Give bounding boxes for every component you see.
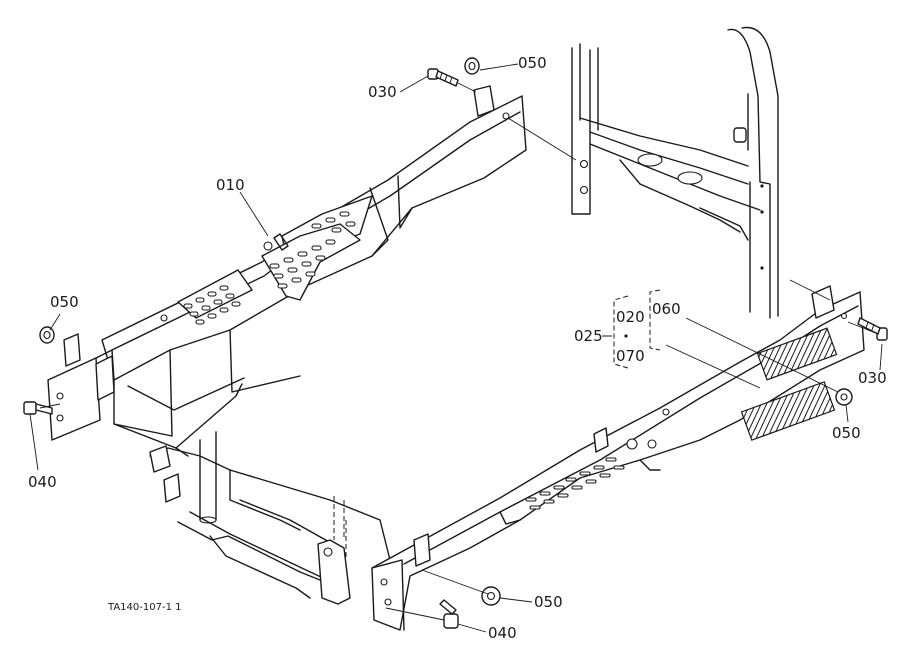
tread-slots-025	[525, 457, 625, 510]
label-040-bottom: 040	[488, 624, 517, 642]
rear-upright-frame	[571, 26, 779, 319]
label-060: 060	[652, 300, 681, 318]
nut-050-bottom	[481, 586, 501, 606]
bolt-030-right	[857, 317, 888, 341]
anti-slip-mat-070	[740, 381, 836, 441]
label-030-right: 030	[858, 369, 887, 387]
nut-050-right	[835, 388, 853, 406]
anti-slip-mat-060	[756, 327, 838, 381]
base-floor-plate	[149, 431, 391, 605]
label-020: 020	[616, 308, 645, 326]
step-slots-010	[183, 211, 356, 325]
label-010: 010	[216, 176, 245, 194]
label-040-left: 040	[28, 473, 57, 491]
clip-bracket-top	[473, 85, 495, 117]
callout-bracket-025	[602, 289, 661, 369]
label-025: 025	[574, 327, 603, 345]
left-mount-bracket	[47, 333, 115, 441]
label-050-top: 050	[518, 54, 547, 72]
label-070: 070	[616, 347, 645, 365]
bolt-030-top	[427, 68, 459, 87]
nut-050-left	[39, 326, 55, 344]
label-050-left: 050	[50, 293, 79, 311]
reference-code: TA140-107-1 1	[107, 602, 181, 613]
leader-lines	[29, 63, 883, 633]
step-frame-025	[371, 285, 865, 631]
label-050-bottom: 050	[534, 593, 563, 611]
bolt-040-left	[23, 401, 53, 415]
nut-050-top	[464, 57, 480, 75]
label-030-top: 030	[368, 83, 397, 101]
label-050-right: 050	[832, 424, 861, 442]
bolt-040-bottom	[439, 599, 459, 629]
